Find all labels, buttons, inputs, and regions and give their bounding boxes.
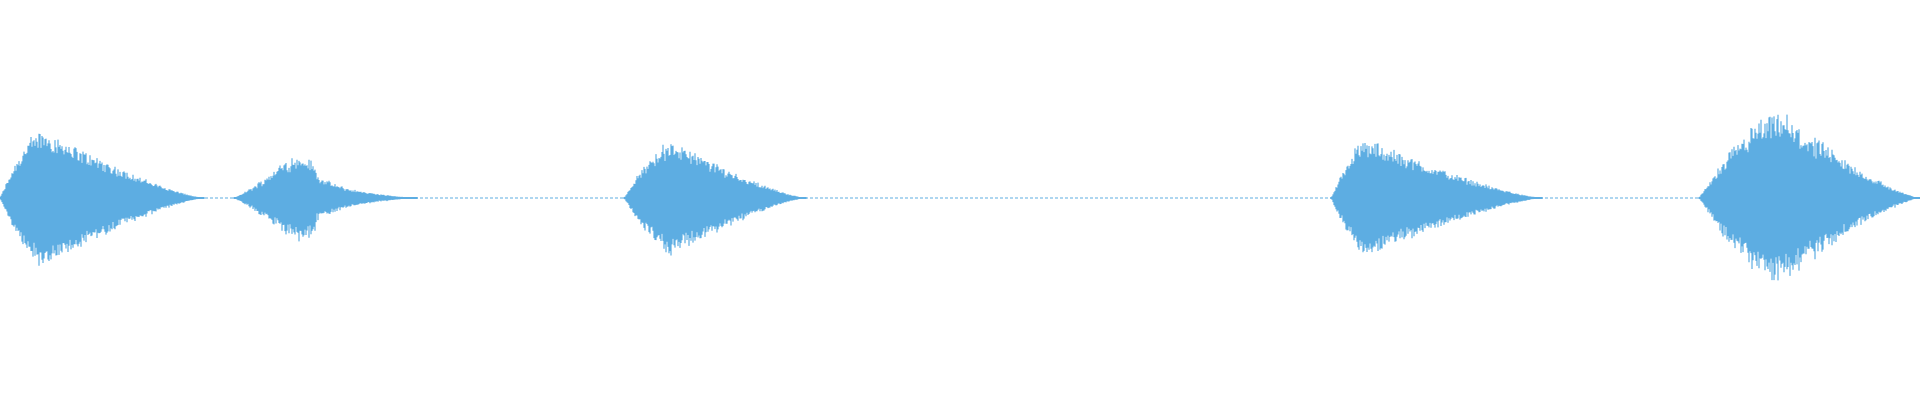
waveform-segment-3 (623, 144, 807, 256)
waveform-segment-path (623, 144, 807, 256)
waveform-segment-5 (1698, 114, 1920, 281)
waveform-segment-2 (233, 158, 418, 242)
waveform-segment-path (1698, 114, 1920, 281)
waveform-segment-path (233, 158, 418, 242)
waveform-segment-path (1330, 143, 1543, 253)
waveform-segment-1 (0, 133, 205, 266)
waveform-segment-4 (1330, 143, 1543, 253)
waveform-segment-path (0, 133, 205, 266)
